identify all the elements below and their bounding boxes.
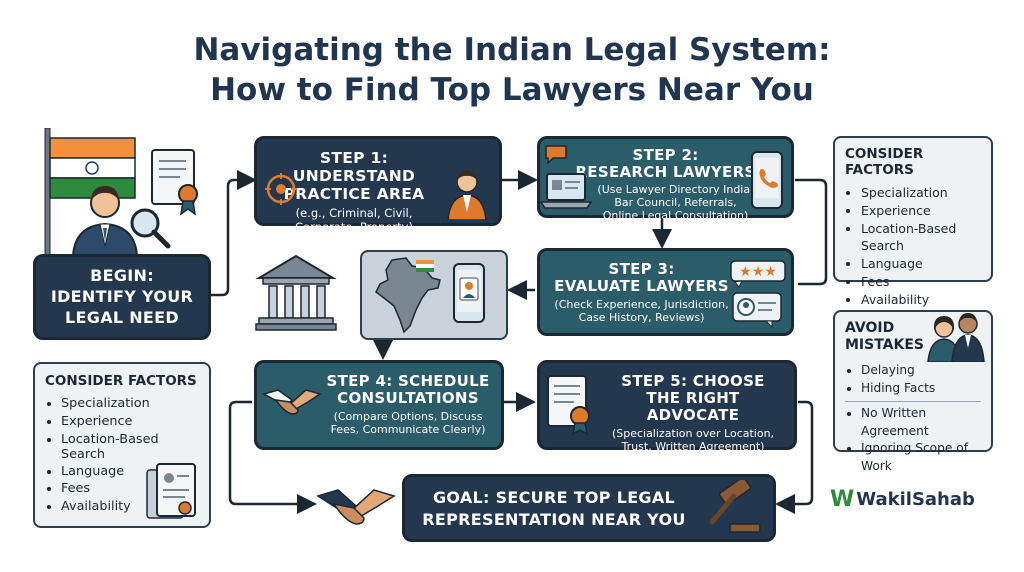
india-map-icon [375,257,441,334]
step-3-title-line-1: STEP 3: [608,260,675,278]
step-5-sub-line-1: (Specialization over Location, [611,427,775,440]
step-5-title-line-2: THE RIGHT ADVOCATE [646,389,740,424]
begin-label-line-3: LEGAL NEED [65,308,179,327]
courthouse-icon [255,254,337,331]
factor-item: Experience [861,202,981,220]
mistakes-divider [845,401,981,402]
connector-begin-step1 [210,170,257,297]
chat-bubble-icon [545,145,567,164]
profile-phone-icon [453,263,485,323]
lawyer-icon [447,171,487,220]
goal-line-2: REPRESENTATION NEAR YOU [422,510,686,529]
wakilsahab-logo: W WakilSahab [830,484,990,514]
step-5-sub-line-2: Trust, Written Agreement) [621,440,765,453]
connector-step2-factors [795,178,828,286]
factor-item: Availability [61,498,166,516]
avoid-mistakes-heading-line-1: AVOID [845,320,895,336]
title-line-1: Navigating the Indian Legal System: [193,32,831,68]
two-people-icon [927,313,985,362]
begin-label-line-1: BEGIN: [90,266,154,285]
factor-item: Location-Based Search [861,220,981,256]
step-4-sub-line-1: (Compare Options, Discuss [333,410,483,423]
review-user-icon [732,292,782,328]
step-2-sub-line-3: Online Legal Consultation) [602,209,749,222]
begin-box: BEGIN: IDENTIFY YOUR LEGAL NEED [33,254,211,340]
step-2-sub-line-1: (Use Lawyer Directory India, [597,183,754,196]
factor-item: Language [861,255,981,273]
page-title: Navigating the Indian Legal System: How … [0,30,1024,110]
step-2-title-line-2: RESEARCH LAWYERS [575,163,756,181]
factor-item: Fees [61,480,166,498]
mistake-item: Ignoring Scope of Work [861,440,981,475]
step-5-title-line-1: STEP 5: CHOOSE [621,372,765,390]
laptop-icon [540,173,592,209]
goal-line-1: GOAL: SECURE TOP LEGAL [432,488,676,507]
gavel-icon [709,480,761,533]
consider-factors-card-right: CONSIDER FACTORS Specialization Experien… [833,136,993,307]
step-1-sub-line-1: (e.g., Criminal, Civil, [295,206,413,220]
connector-step5-goal [775,400,814,514]
goal-box: GOAL: SECURE TOP LEGAL REPRESENTATION NE… [402,474,776,542]
step-2-title-line-1: STEP 2: [632,146,699,164]
step-1-title-line-2: PRACTICE AREA [283,185,425,203]
handshake-icon [262,389,322,415]
mistake-item: Delaying [861,362,981,380]
phone-icon [751,151,783,209]
step-4-title-line-2: CONSULTATIONS [337,389,479,407]
avoid-mistakes-heading-line-2: MISTAKES [845,337,925,353]
factor-item: Fees [861,273,981,291]
certificate-icon [151,149,198,216]
step-3-sub-line-1: (Check Experience, Jurisdiction, [554,298,729,311]
factor-item: Experience [61,413,166,431]
step-3-title-line-2: EVALUATE LAWYERS [554,277,729,295]
logo-text: WakilSahab [856,488,975,510]
factor-item: Specialization [61,395,166,413]
agreement-document-icon [547,375,590,436]
consider-factors-heading-right: CONSIDER FACTORS [845,146,924,178]
goal-handshake-icon [316,489,396,525]
factor-item: Availability [861,291,981,309]
connector-left-goal [228,400,317,514]
factor-item: Language [61,463,166,481]
factor-item: Location-Based Search [61,431,166,463]
target-icon [265,173,297,205]
title-line-2: How to Find Top Lawyers Near You [210,72,814,108]
factor-item: Specialization [861,184,981,202]
step-3-sub-line-2: Case History, Reviews) [578,311,705,324]
step-4-sub-line-2: Fees, Communicate Clearly) [330,423,486,436]
avoid-mistakes-card: AVOID MISTAKES Delaying Hiding Facts No … [833,310,993,473]
mistake-item: No Written Agreement [861,405,981,440]
logo-mark: W [830,486,855,512]
consider-factors-heading-left: CONSIDER FACTORS [45,373,197,389]
step-2-sub-line-2: Bar Council, Referrals, [614,196,737,209]
mistake-item: Hiding Facts [861,380,981,398]
step-4-title-line-1: STEP 4: SCHEDULE [326,372,490,390]
indian-flag-person-icon [44,128,171,257]
documents-icon [146,463,196,519]
begin-label-line-2: IDENTIFY YOUR [50,287,194,306]
step-1-sub-line-2: Corporate, Property) [295,220,413,234]
star-rating-icon: ★★★ [730,260,786,288]
svg-text:★★★: ★★★ [739,264,777,280]
step-1-title-line-1: STEP 1: UNDERSTAND [292,149,416,185]
